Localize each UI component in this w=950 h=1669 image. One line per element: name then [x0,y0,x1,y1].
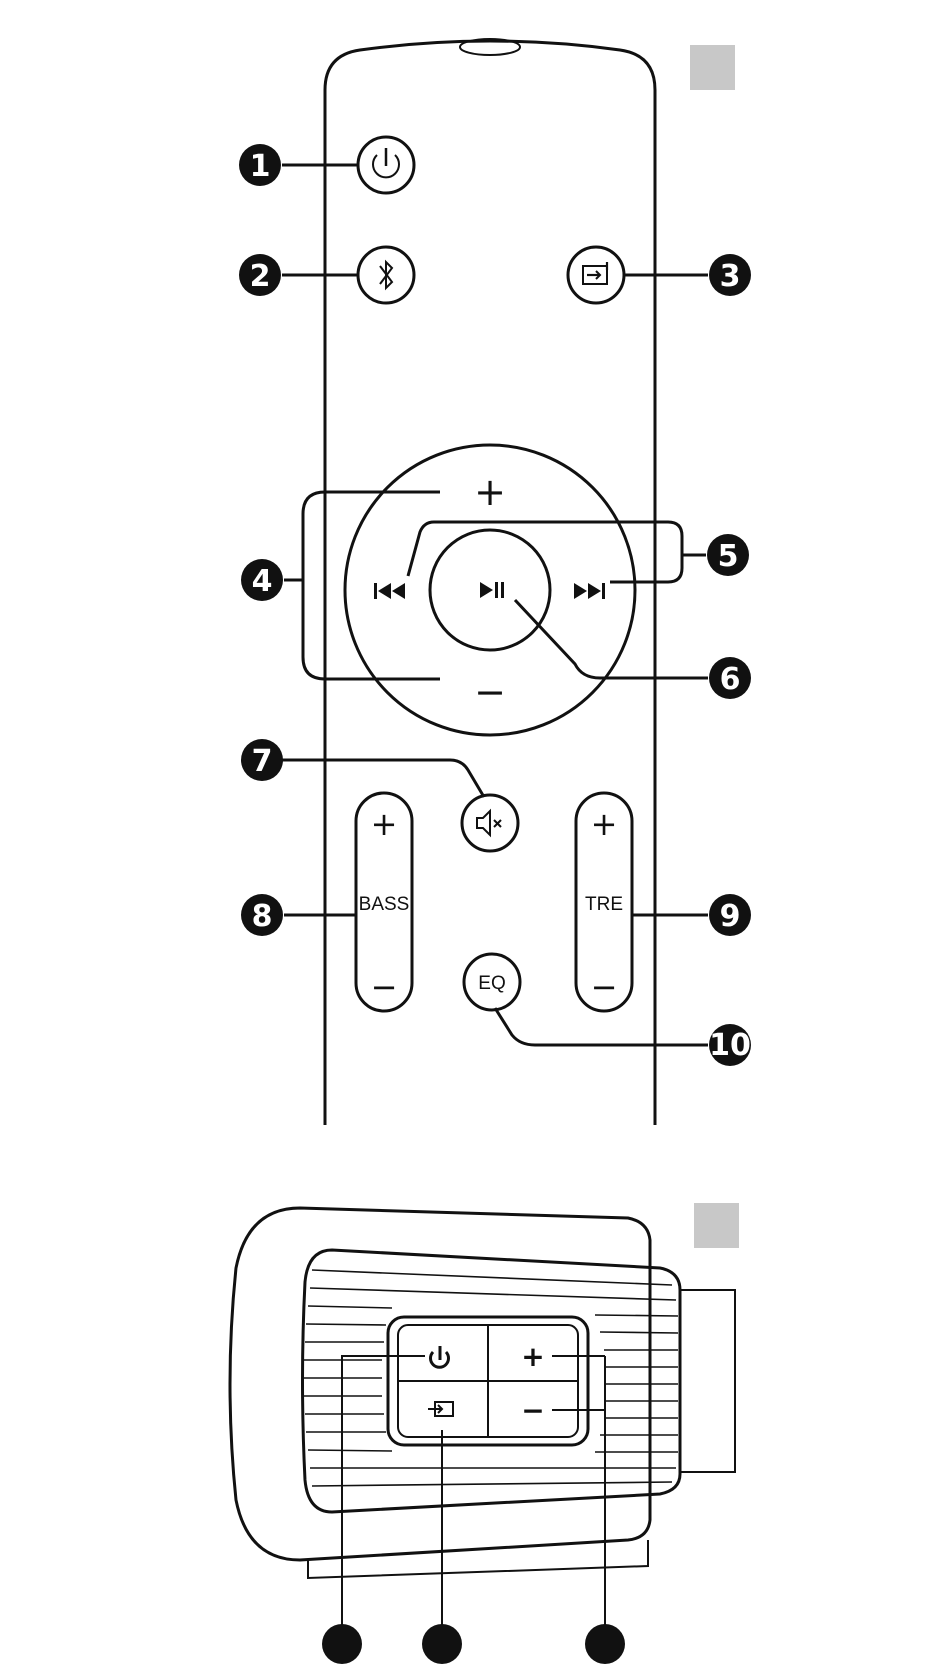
soundbar-panel: + − [230,1203,739,1664]
svg-text:6: 6 [720,662,741,697]
volume-down-button[interactable]: − [474,670,506,714]
bass-up-button[interactable]: + [371,805,398,843]
panel-callout-source [422,1624,462,1664]
bluetooth-button[interactable] [358,247,414,303]
volume-up-button[interactable]: + [474,470,506,514]
svg-text:9: 9 [720,899,741,934]
skip-previous-button[interactable] [374,583,405,599]
callout-9: 9 [709,894,751,936]
bluetooth-icon [380,262,392,288]
soundbar-end-cap [680,1290,735,1472]
callout-1: 1 [239,144,281,186]
source-input-icon [583,262,607,284]
treble-up-button[interactable]: + [591,805,618,843]
callout-7: 7 [241,739,283,781]
mute-button[interactable] [462,795,518,851]
svg-text:8: 8 [252,899,273,934]
power-icon [373,148,399,177]
play-pause-icon [480,582,504,598]
power-icon [431,1346,449,1367]
svg-text:4: 4 [252,564,273,599]
bass-rocker: + BASS − [356,793,412,1011]
skip-next-icon [574,583,605,599]
callout-2: 2 [239,254,281,296]
treble-rocker: + TRE − [576,793,632,1011]
svg-text:3: 3 [720,259,741,294]
panel-source-button[interactable] [428,1402,453,1416]
svg-text:1: 1 [250,149,271,184]
callout-4: 4 [241,559,283,601]
svg-text:2: 2 [250,259,271,294]
panel-callout-volume [585,1624,625,1664]
eq-button[interactable]: EQ [464,954,520,1010]
treble-label: TRE [585,894,623,915]
bass-label: BASS [359,894,410,915]
callout-3: 3 [709,254,751,296]
svg-text:7: 7 [252,744,273,779]
panel-power-button[interactable] [431,1346,449,1367]
skip-previous-icon [374,583,405,599]
callout-6: 6 [709,657,751,699]
svg-text:5: 5 [718,539,739,574]
grille-slats [304,1270,678,1486]
power-button[interactable] [358,137,414,193]
panel-button-cluster [388,1317,588,1445]
callout-8: 8 [241,894,283,936]
mute-icon [477,811,501,835]
soundbar-bottom-rim [308,1540,648,1578]
section-marker-b [694,1203,739,1248]
panel-volume-down-button[interactable]: − [521,1394,544,1427]
source-button[interactable] [568,247,624,303]
svg-text:10: 10 [709,1028,751,1063]
eq-label: EQ [478,973,505,994]
section-marker-a [690,45,735,90]
callout-10: 10 [709,1024,751,1066]
remote-control: + − [239,39,751,1125]
callout-5: 5 [707,534,749,576]
panel-volume-up-button[interactable]: + [521,1340,544,1373]
bass-down-button[interactable]: − [371,968,398,1006]
panel-callout-power [322,1624,362,1664]
source-input-icon [428,1402,453,1416]
skip-next-button[interactable] [574,583,605,599]
treble-down-button[interactable]: − [591,968,618,1006]
